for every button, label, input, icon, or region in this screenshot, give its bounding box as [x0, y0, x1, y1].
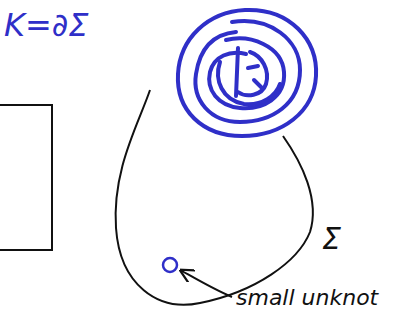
knot-boundary — [178, 10, 316, 136]
surface-outline — [116, 90, 313, 305]
surface-symbol-wrap: Σ — [322, 222, 341, 255]
surface-symbol: Σ — [322, 221, 341, 256]
cut-off-box — [0, 105, 52, 250]
unknot-note: small unknot — [236, 285, 378, 310]
small-unknot-circle — [163, 258, 177, 272]
boundary-equation-wrap: K=∂Σ — [4, 8, 89, 43]
unknot-note-wrap: small unknot — [236, 286, 378, 310]
leader-arrow — [182, 271, 232, 297]
boundary-equation: K=∂Σ — [4, 6, 89, 44]
